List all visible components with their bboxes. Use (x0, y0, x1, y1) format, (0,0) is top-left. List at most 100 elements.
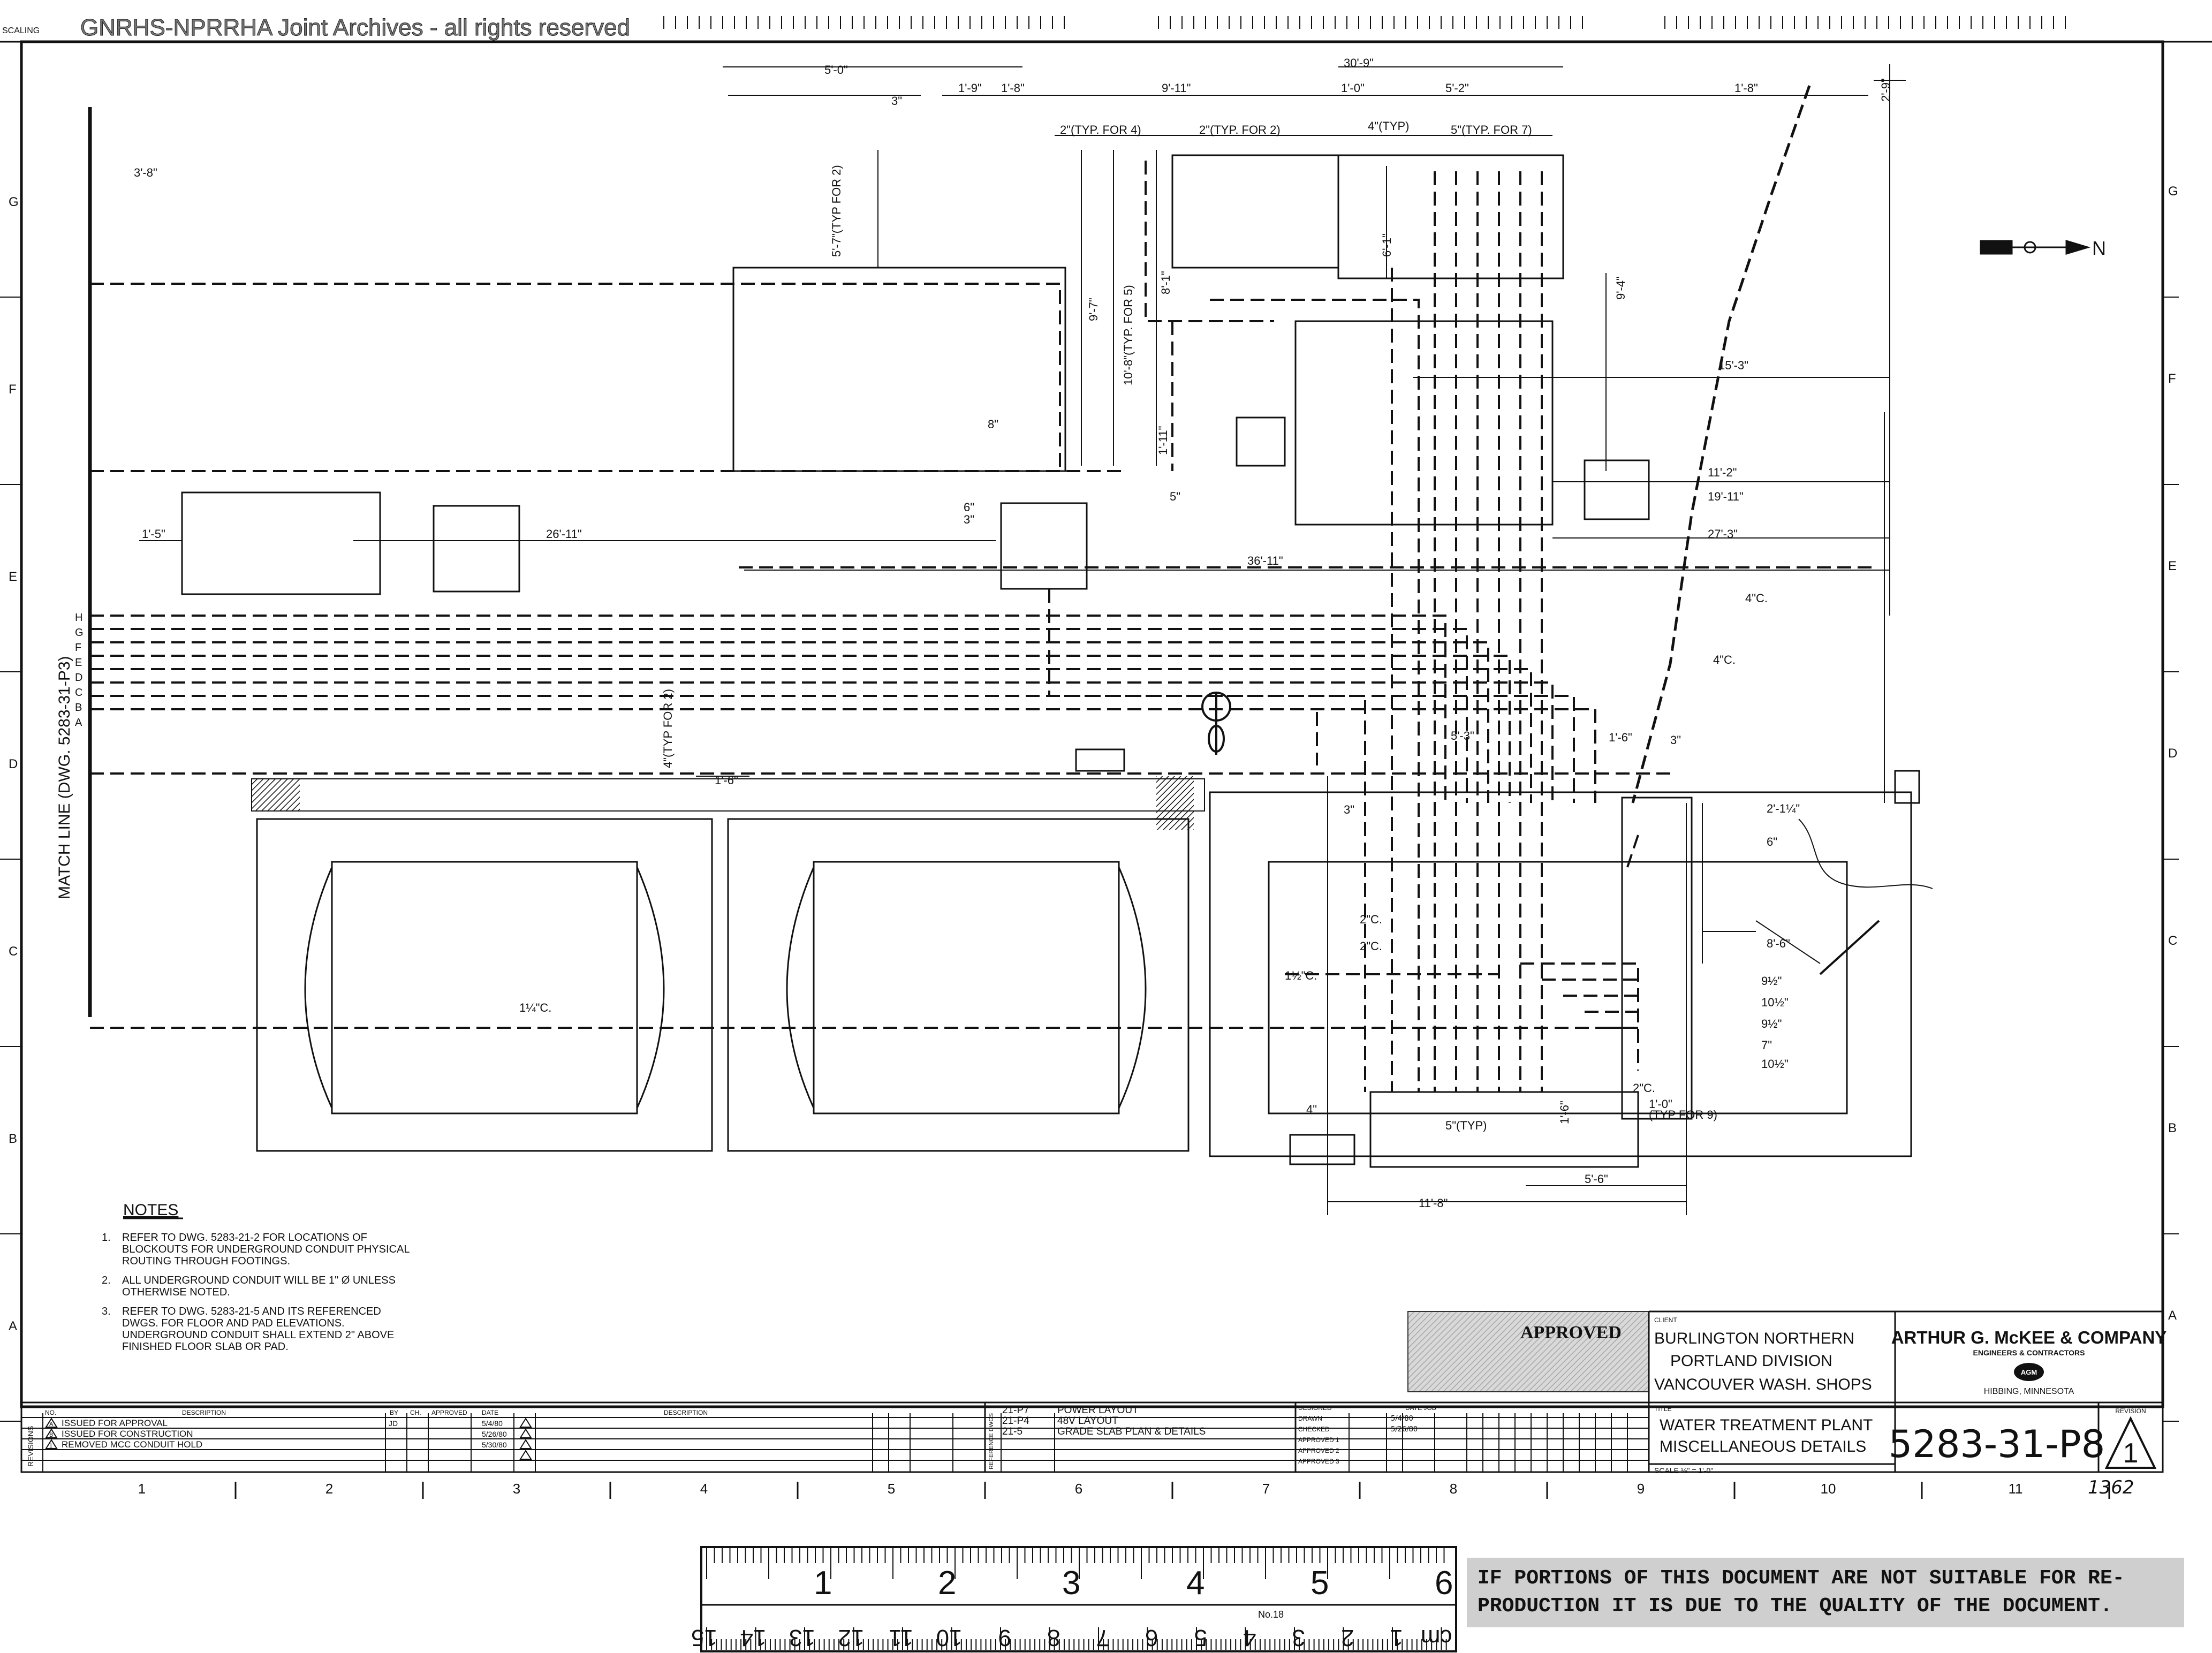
ruler-cm-5: 5 (1194, 1625, 1207, 1651)
match-line-letter-E: E (75, 657, 82, 669)
signature-row-0: DESIGNED (1298, 1404, 1332, 1412)
dimension-c1-4: 1¼"C. (519, 1001, 551, 1014)
note-2-line-1: ALL UNDERGROUND CONDUIT WILL BE 1" Ø UNL… (122, 1275, 396, 1286)
dimension-c2a: 2"C. (1360, 913, 1382, 926)
grid-col-7: 7 (1262, 1481, 1270, 1497)
revisions-side-label: REVISIONS (26, 1426, 35, 1467)
rev-header-approved: APPROVED (431, 1409, 467, 1416)
grid-row-right-F: F (2168, 371, 2176, 386)
company-sub: ENGINEERS & CONTRACTORS (1973, 1348, 2085, 1357)
note-1-line-2: BLOCKOUTS FOR UNDERGROUND CONDUIT PHYSIC… (122, 1243, 410, 1255)
dimension-d-1-9: 1'-9" (958, 81, 982, 95)
rev-header-date: DATE (482, 1409, 498, 1416)
signature-date-job-header: DATE JOB (1405, 1404, 1436, 1412)
dimension-d-5-2: 5'-2" (1445, 81, 1469, 95)
equipment-box-center (1000, 502, 1088, 590)
match-line-letter-G: G (75, 627, 84, 639)
grid-col-4: 4 (700, 1481, 708, 1497)
junction-box (1289, 1134, 1355, 1165)
ruler-cm-10: 10 (936, 1625, 963, 1651)
tank-pit-1 (256, 818, 713, 1152)
note-1-line-3: ROUTING THROUGH FOOTINGS. (122, 1255, 290, 1267)
dimension-d-3c: 3" (1344, 803, 1354, 816)
ruler-inch-6: 6 (1435, 1565, 1453, 1602)
dimension-d-5-0: 5'-0" (824, 63, 848, 77)
rev-header-description: DESCRIPTION (182, 1409, 226, 1416)
rev-header-no: NO. (45, 1409, 56, 1416)
revision-triangle-icon (519, 1450, 532, 1460)
dimension-d-9-7: 9'-7" (1087, 298, 1100, 321)
ruler-cm-14: 14 (740, 1625, 767, 1651)
revision-label: REVISION (2115, 1407, 2146, 1415)
grid-col-11: 11 (2009, 1481, 2023, 1497)
dimension-d-6: 6" (964, 501, 974, 514)
equipment-pad-center (1294, 320, 1554, 526)
revision-triangle-icon (519, 1439, 532, 1449)
company-logo: AGM (2021, 1368, 2037, 1376)
grid-col-6: 6 (1075, 1481, 1082, 1497)
ruler-cm-12: 12 (838, 1625, 865, 1651)
dimension-d-19-11: 19'-11" (1708, 490, 1744, 503)
dimension-d-5typ: 5"(TYP) (1445, 1119, 1487, 1132)
ruler-cm-15: 15 (691, 1625, 717, 1651)
dimension-d-10-5b: 10½" (1761, 1057, 1789, 1071)
rev-header-ch: CH. (410, 1409, 421, 1416)
title-scale: SCALE ⅛" = 1'-0" (1654, 1466, 1713, 1475)
dimension-d-3d: 3" (1670, 733, 1681, 747)
tank-1 (331, 861, 638, 1114)
rev-header-by: BY (390, 1409, 398, 1416)
dimension-d-4typ: 4"(TYP FOR 2) (661, 689, 675, 768)
grid-col-2: 2 (325, 1481, 333, 1497)
note-number-3: 3. (102, 1306, 111, 1317)
drawing-number-block: 5283-31-P8 REVISION 1 (1889, 1407, 2157, 1469)
note-3-line-1: REFER TO DWG. 5283-21-5 AND ITS REFERENC… (122, 1306, 381, 1317)
sheet-number: 1362 (2088, 1477, 2134, 1498)
grid-col-10: 10 (1821, 1481, 1836, 1497)
hatched-footing-right (1156, 776, 1194, 830)
dimension-d-1-11: 1'-11" (1156, 426, 1170, 455)
title-block (20, 1310, 2164, 1473)
dimension-d-3-8: 3'-8" (134, 166, 157, 179)
signature-row-4: APPROVED 2 (1298, 1447, 1339, 1454)
panel-lineup (1337, 154, 1564, 279)
dimension-lines (139, 64, 1906, 1215)
references-side-label: REFERENCE DWGS (988, 1413, 995, 1469)
dimension-d-1-0b: 1'-0" (1649, 1097, 1672, 1111)
revision-row-1-description: ISSUED FOR CONSTRUCTION (62, 1429, 193, 1439)
dimension-d-9-5: 9½" (1761, 974, 1782, 988)
approved-stamp-text: APPROVED (1520, 1323, 1622, 1343)
grid-row-right-C: C (2168, 934, 2177, 948)
reference-row-2-title: GRADE SLAB PLAN & DETAILS (1057, 1426, 1206, 1437)
notes-block: NOTES 1.REFER TO DWG. 5283-21-2 FOR LOCA… (102, 1201, 410, 1353)
equipment-box-west (433, 505, 520, 593)
match-line-letter-B: B (75, 702, 82, 714)
quality-notice: IF PORTIONS OF THIS DOCUMENT ARE NOT SUI… (1467, 1558, 2184, 1627)
ruler-cm-6: 6 (1145, 1625, 1158, 1651)
signature-row-3: APPROVED 1 (1298, 1436, 1339, 1444)
revision-triangle-icon (519, 1417, 532, 1428)
notes-title: NOTES (123, 1201, 178, 1219)
dimension-d-6b: 6" (1767, 835, 1777, 848)
ruler-cm-3: 3 (1292, 1625, 1305, 1651)
dimension-d-9-11: 9'-11" (1162, 81, 1191, 95)
grid-col-3: 3 (513, 1481, 520, 1497)
grid-col-8: 8 (1450, 1481, 1457, 1497)
ruler-cm-7: 7 (1096, 1625, 1109, 1651)
ruler-inch-1: 1 (814, 1565, 832, 1602)
dimension-d-8-6: 8'-6" (1767, 937, 1790, 950)
equipment-pad-top (1171, 154, 1339, 269)
equipment-plan (181, 154, 1933, 1168)
drawing-number: 5283-31-P8 (1889, 1422, 2105, 1466)
grid-row-left-E: E (9, 570, 17, 584)
ruler-badge: No.18 (1258, 1609, 1284, 1620)
treatment-area (1268, 861, 1848, 1114)
dimension-d-5-6: 5'-6" (1585, 1172, 1608, 1186)
drawing-title: TITLE WATER TREATMENT PLANT MISCELLANEOU… (1654, 1405, 1873, 1475)
dimension-d-2-9: 2'-9" (1879, 78, 1892, 102)
match-line-letter-H: H (75, 612, 82, 624)
dimension-d-1-6: 1'-6" (715, 774, 738, 787)
note-3-line-3: UNDERGROUND CONDUIT SHALL EXTEND 2" ABOV… (122, 1329, 394, 1341)
